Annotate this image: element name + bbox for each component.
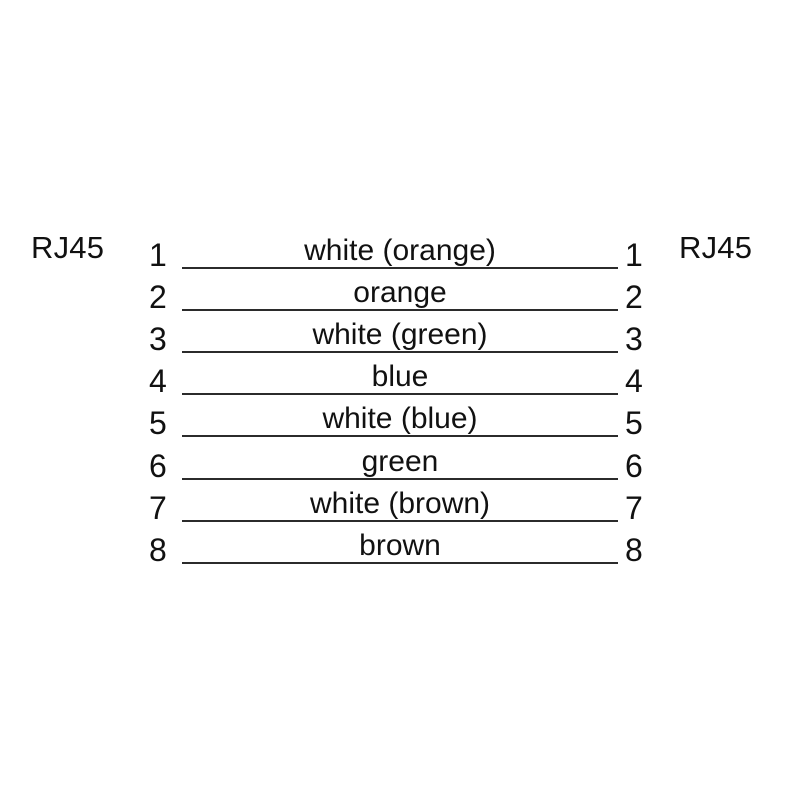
wire-line xyxy=(182,477,618,480)
right-pin-number: 8 xyxy=(625,531,643,568)
wire-line xyxy=(182,435,618,438)
left-pin-number: 2 xyxy=(149,279,167,316)
wire-color-label: white (orange) xyxy=(304,234,496,267)
wire-line xyxy=(182,561,618,564)
left-pin-number: 1 xyxy=(149,237,167,273)
right-pin-number: 5 xyxy=(625,405,643,442)
wire-line xyxy=(182,393,618,396)
right-connector-label: RJ45 xyxy=(679,230,753,265)
wire-color-label: white (brown) xyxy=(309,486,491,520)
wire-line xyxy=(182,309,618,312)
right-pin-number: 1 xyxy=(625,237,643,273)
right-pin-number: 7 xyxy=(625,489,643,526)
right-pin-number: 3 xyxy=(625,321,643,358)
right-pin-number: 4 xyxy=(625,363,643,400)
left-pin-number: 3 xyxy=(149,321,167,358)
wire-color-label: green xyxy=(361,444,439,478)
wire-line xyxy=(182,351,618,354)
wire-color-label: white (blue) xyxy=(322,402,478,436)
left-pin-number: 6 xyxy=(149,447,167,484)
wire-color-label: orange xyxy=(353,276,447,310)
wire-line xyxy=(182,267,618,269)
left-pin-number: 7 xyxy=(149,489,167,526)
wire-color-label: blue xyxy=(371,360,429,394)
left-connector-label: RJ45 xyxy=(31,230,105,265)
wire-line xyxy=(182,519,618,522)
right-pin-number: 6 xyxy=(625,447,643,484)
left-pin-number: 8 xyxy=(149,531,167,568)
left-pin-number: 4 xyxy=(149,363,167,400)
wire-color-label: white (green) xyxy=(312,318,488,352)
right-pin-number: 2 xyxy=(625,279,643,316)
left-pin-number: 5 xyxy=(149,405,167,442)
wire-color-label: brown xyxy=(359,528,441,562)
